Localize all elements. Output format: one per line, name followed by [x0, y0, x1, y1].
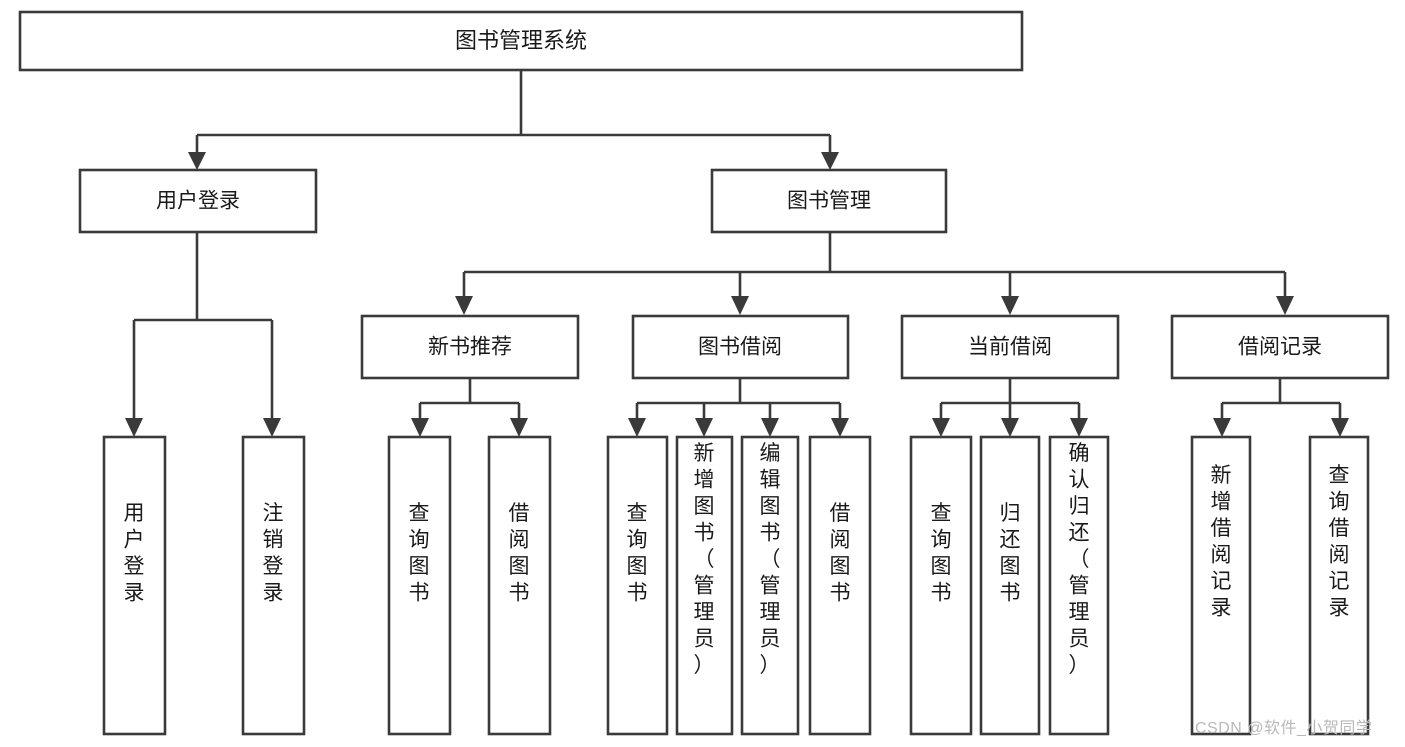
node-borrow-record[interactable]: 借阅记录: [1170, 314, 1390, 380]
node-leaf-edit-book[interactable]: 编辑图书（管理员）: [740, 435, 800, 736]
node-new-book-rec-label: 新书推荐: [428, 336, 512, 359]
arrowhead-user-login: [188, 152, 206, 170]
node-leaf-query-book-1[interactable]: 查询图书: [387, 435, 452, 736]
node-current-borrow-box[interactable]: [900, 314, 1120, 380]
node-leaf-borrow-book-1-box[interactable]: [487, 435, 552, 736]
arrowhead-leaf-query-book-1: [411, 418, 429, 437]
node-leaf-logout-label: 注销登录: [263, 502, 284, 605]
node-leaf-add-record[interactable]: 新增借阅记录: [1190, 435, 1252, 736]
node-leaf-query-book-3[interactable]: 查询图书: [909, 435, 973, 736]
arrowhead-current-borrow: [1001, 296, 1019, 315]
node-leaf-confirm-return-label: 确认归还（管理员）: [1069, 442, 1090, 677]
node-book-manage-box[interactable]: [710, 168, 948, 234]
node-book-borrow-box[interactable]: [631, 314, 850, 380]
node-leaf-edit-book-box[interactable]: [740, 435, 800, 736]
node-current-borrow[interactable]: 当前借阅: [900, 314, 1120, 380]
node-leaf-query-record-label: 查询借阅记录: [1329, 464, 1350, 620]
arrowhead-leaf-borrow-book-2: [831, 418, 849, 437]
node-leaf-return-book[interactable]: 归还图书: [979, 435, 1041, 736]
node-leaf-add-book[interactable]: 新增图书（管理员）: [675, 435, 734, 736]
node-user-login-label: 用户登录: [156, 190, 240, 213]
node-new-book-rec-box[interactable]: [360, 314, 580, 380]
node-leaf-add-record-label: 新增借阅记录: [1211, 464, 1232, 620]
node-leaf-confirm-return[interactable]: 确认归还（管理员）: [1048, 435, 1110, 736]
node-leaf-query-book-2[interactable]: 查询图书: [606, 435, 669, 736]
arrowhead-leaf-query-book-2: [628, 418, 646, 437]
node-leaf-logout[interactable]: 注销登录: [241, 435, 306, 736]
node-user-login-box[interactable]: [78, 168, 318, 234]
node-leaf-user-login[interactable]: 用户登录: [102, 435, 167, 736]
node-root[interactable]: 图书管理系统: [18, 10, 1024, 72]
node-leaf-borrow-book-2-box[interactable]: [808, 435, 872, 736]
node-user-login[interactable]: 用户登录: [78, 168, 318, 234]
arrowhead-new-book-rec: [455, 296, 473, 315]
arrowhead-leaf-query-record: [1331, 418, 1349, 437]
node-new-book-rec[interactable]: 新书推荐: [360, 314, 580, 380]
node-leaf-user-login-label: 用户登录: [124, 502, 145, 605]
node-leaf-confirm-return-box[interactable]: [1048, 435, 1110, 736]
arrowhead-leaf-query-book-3: [932, 418, 950, 437]
arrowhead-leaf-edit-book: [761, 418, 779, 437]
node-leaf-query-book-2-label: 查询图书: [627, 502, 648, 605]
node-leaf-user-login-box[interactable]: [102, 435, 167, 736]
node-leaf-query-book-1-box[interactable]: [387, 435, 452, 736]
node-leaf-add-book-box[interactable]: [675, 435, 734, 736]
node-root-box[interactable]: [18, 10, 1024, 72]
arrowhead-leaf-logout: [263, 418, 281, 437]
arrowhead-borrow-record: [1276, 296, 1294, 315]
node-leaf-return-book-box[interactable]: [979, 435, 1041, 736]
node-leaf-query-book-2-box[interactable]: [606, 435, 669, 736]
node-leaf-borrow-book-1-label: 借阅图书: [509, 502, 530, 605]
arrowhead-leaf-add-record: [1213, 418, 1231, 437]
node-root-label: 图书管理系统: [455, 28, 587, 53]
node-borrow-record-box[interactable]: [1170, 314, 1390, 380]
node-leaf-borrow-book-1[interactable]: 借阅图书: [487, 435, 552, 736]
node-book-borrow-label: 图书借阅: [698, 336, 782, 359]
arrowhead-book-manage: [821, 152, 839, 170]
node-leaf-query-record[interactable]: 查询借阅记录: [1308, 435, 1370, 736]
node-leaf-query-book-1-label: 查询图书: [409, 502, 430, 605]
connector-group: [125, 70, 1349, 437]
node-leaf-add-record-box[interactable]: [1190, 435, 1252, 736]
node-book-borrow[interactable]: 图书借阅: [631, 314, 850, 380]
node-leaf-borrow-book-2-label: 借阅图书: [830, 502, 851, 605]
node-leaf-borrow-book-2[interactable]: 借阅图书: [808, 435, 872, 736]
node-leaf-logout-box[interactable]: [241, 435, 306, 736]
node-leaf-edit-book-label: 编辑图书（管理员）: [760, 442, 781, 677]
node-book-manage[interactable]: 图书管理: [710, 168, 948, 234]
arrowhead-leaf-user-login: [125, 418, 143, 437]
arrowhead-leaf-borrow-book-1: [510, 418, 528, 437]
node-leaf-add-book-label: 新增图书（管理员）: [694, 442, 715, 677]
csdn-watermark: CSDN @软件_小贺同学: [1195, 720, 1373, 737]
node-leaf-query-book-3-label: 查询图书: [931, 502, 952, 605]
arrowhead-leaf-add-book: [695, 418, 713, 437]
node-leaf-query-book-3-box[interactable]: [909, 435, 973, 736]
node-leaf-return-book-label: 归还图书: [1000, 502, 1021, 605]
node-book-manage-label: 图书管理: [787, 190, 871, 213]
node-leaf-query-record-box[interactable]: [1308, 435, 1370, 736]
node-borrow-record-label: 借阅记录: [1238, 336, 1322, 359]
arrowhead-book-borrow: [731, 296, 749, 315]
node-current-borrow-label: 当前借阅: [968, 336, 1052, 359]
arrowhead-leaf-confirm-return: [1070, 418, 1088, 437]
arrowhead-leaf-return-book: [1001, 418, 1019, 437]
